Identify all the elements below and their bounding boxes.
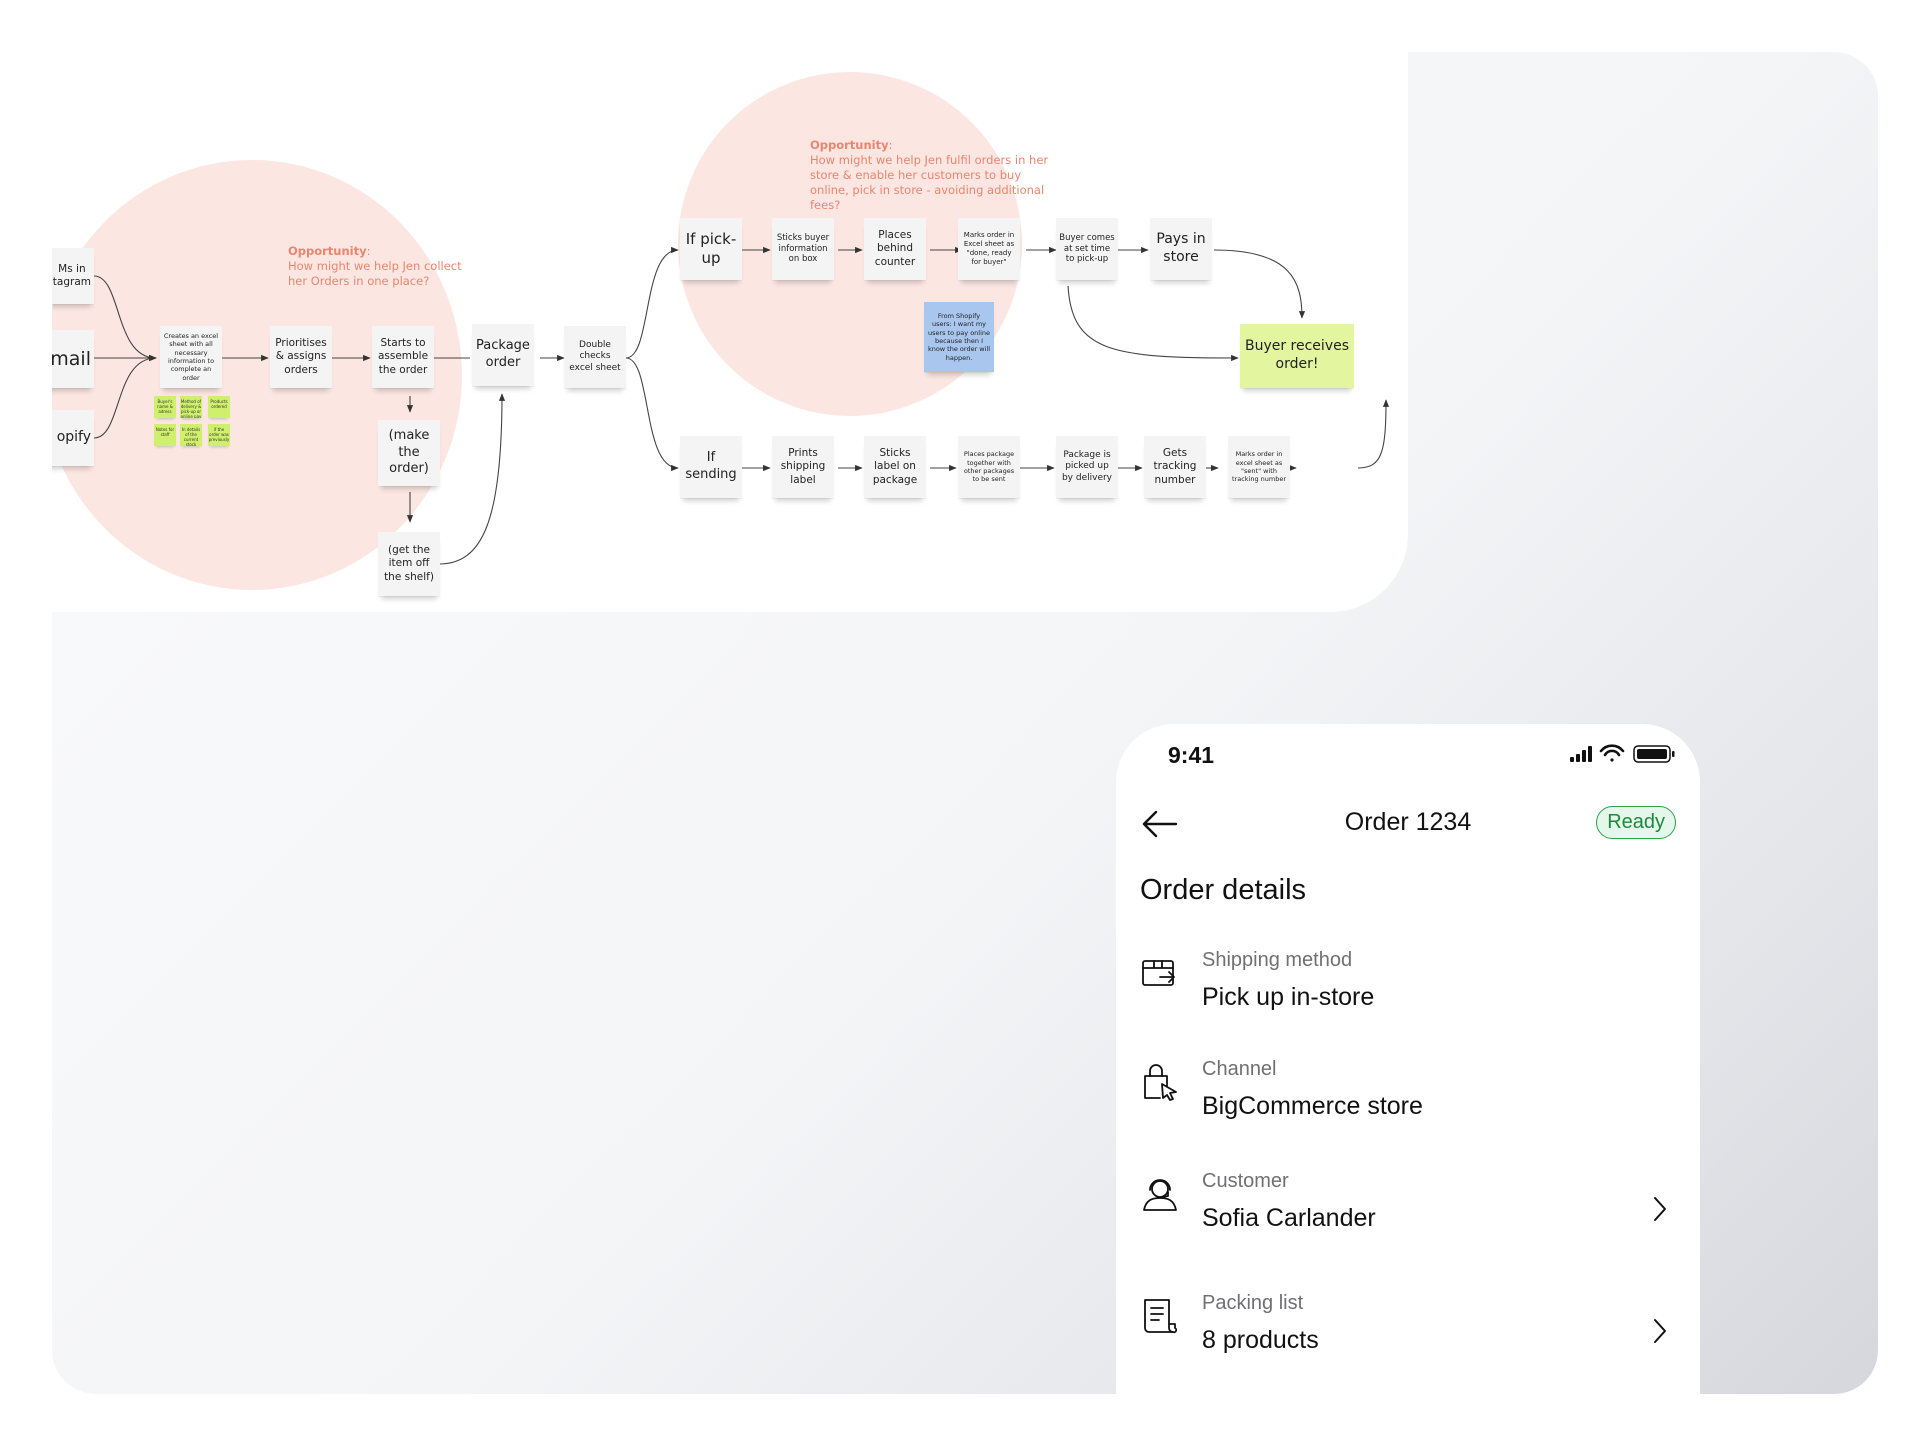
shipping-box-icon [1142,960,1175,986]
sticky-marks-done: Marks order in Excel sheet as "done, rea… [958,218,1020,280]
wifi-icon [1599,744,1625,762]
sticky-double-checks: Double checks excel sheet [564,326,626,388]
page-title: Order 1234 [1344,808,1472,836]
sticky-places-package: Places package together with other packa… [958,436,1020,498]
channel-row: Channel BigCommerce store [1140,1058,1676,1148]
row-label: Customer [1202,1170,1289,1192]
journey-whiteboard: Opportunity: How might we help Jen colle… [52,52,1408,612]
sticky-picked-up: Package is picked up by delivery [1056,436,1118,498]
mini-note: Products ordered [208,396,230,418]
mini-note: Buyer's name & adress [154,396,176,418]
back-button[interactable] [1140,804,1180,844]
row-value: Sofia Carlander [1202,1204,1376,1232]
sticky-prints-label: Prints shipping label [772,436,834,498]
cellular-signal-icon [1570,746,1592,762]
flow-connectors [93,246,1390,565]
sticky-dms: Ms in tagram [52,248,94,304]
sticky-if-pickup: If pick-up [680,218,742,280]
sticky-prioritises: Prioritises & assigns orders [270,326,332,388]
sticky-places-behind: Places behind counter [864,218,926,280]
sticky-buyer-comes: Buyer comes at set time to pick-up [1056,218,1118,280]
sticky-creates-excel: Creates an excel sheet with all necessar… [160,326,222,388]
packing-list-row[interactable]: Packing list 8 products [1140,1292,1676,1382]
row-label: Packing list [1202,1292,1304,1314]
opportunity-note-collect: Opportunity: How might we help Jen colle… [288,244,462,288]
system-status-icons [1570,744,1678,769]
section-title: Order details [1140,874,1307,906]
opportunity-note-pickup: Opportunity: How might we help Jen fulfi… [810,138,1049,212]
sticky-buyer-receives: Buyer receives order! [1240,324,1354,388]
opportunity-heading: Opportunity [288,244,367,258]
mini-note: Notes for staff [154,424,176,446]
sticky-make-order: (make the order) [378,420,440,486]
mini-note: if the order was previously [208,424,230,446]
battery-icon [1633,745,1675,763]
status-badge: Ready [1596,806,1676,839]
mini-note: In details of the current stock bought [180,424,202,446]
row-label: Channel [1202,1058,1277,1080]
row-label: Shipping method [1202,949,1353,971]
opportunity-heading: Opportunity [810,138,889,152]
sticky-starts-assemble: Starts to assemble the order [372,326,434,388]
opportunity-text: How might we help Jen fulfil orders in h… [810,153,1049,212]
sticky-marks-sent: Marks order in excel sheet as "sent" wit… [1228,436,1290,498]
sticky-get-item: (get the item off the shelf) [378,532,440,596]
customer-headset-icon [1143,1179,1177,1211]
sticky-from-shopify: From Shopify users: I want my users to p… [924,302,994,372]
sticky-email: mail [52,330,94,388]
sticky-shopify: opify [52,410,94,466]
arrow-left-icon [1142,810,1178,838]
sticky-if-sending: If sending [680,436,742,498]
opportunity-text: How might we help Jen collect her Orders… [288,259,462,288]
sticky-sticks-buyer-info: Sticks buyer information on box [772,218,834,280]
sticky-pays-in-store: Pays in store [1150,218,1212,280]
mini-note: Method of delivery & pick-up or online p… [180,396,202,418]
row-value: 8 products [1202,1326,1319,1354]
status-time: 9:41 [1168,742,1215,768]
row-value: BigCommerce store [1202,1092,1423,1120]
chevron-right-icon [1654,1319,1666,1343]
chevron-right-icon [1654,1197,1666,1221]
row-value: Pick up in-store [1202,983,1375,1011]
sticky-sticks-label: Sticks label on package [864,436,926,498]
sticky-package-order: Package order [472,324,534,386]
receipt-list-icon [1144,1299,1178,1334]
shopping-bag-cursor-icon [1144,1064,1177,1101]
shipping-method-row: Shipping method Pick up in-store [1140,949,1676,1039]
phone-screen: 9:41 Order 1234 Ready [1116,724,1700,1444]
customer-row[interactable]: Customer Sofia Carlander [1140,1170,1676,1260]
sticky-gets-tracking: Gets tracking number [1144,436,1206,498]
